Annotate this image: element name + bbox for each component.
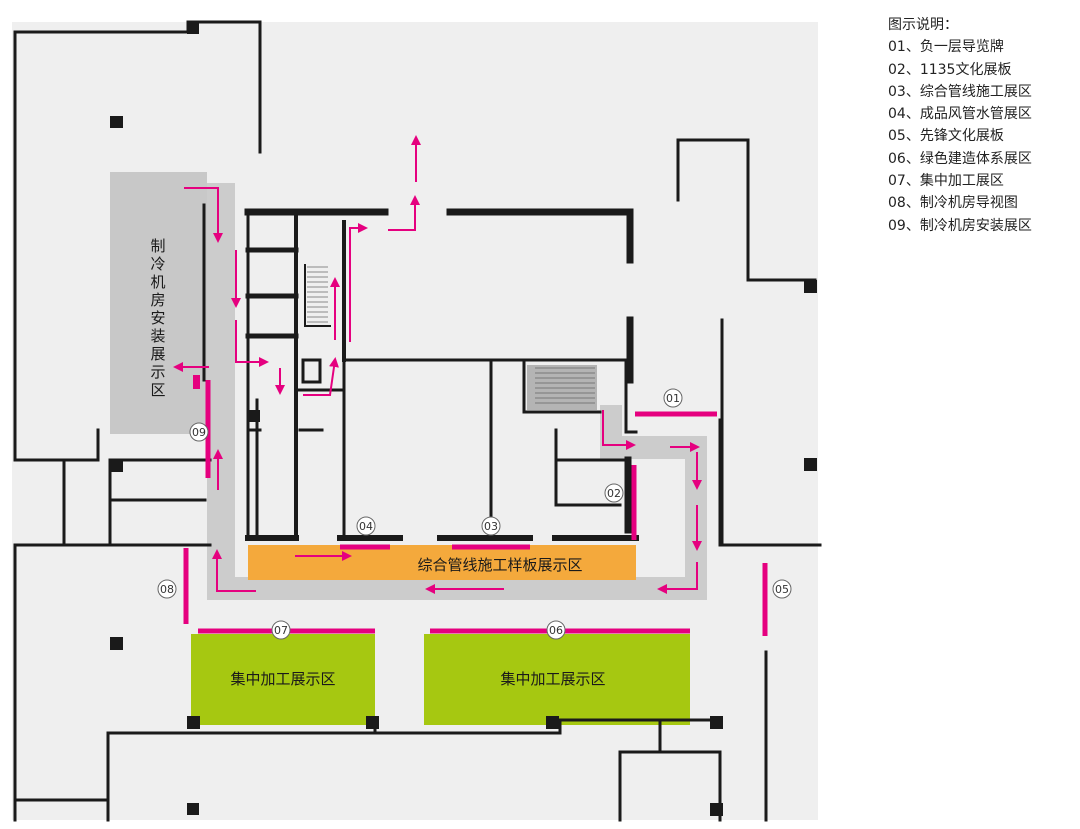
- stairs-upper: [527, 365, 597, 410]
- legend-item: 06、绿色建造体系展区: [888, 150, 1032, 167]
- svg-text:08: 08: [160, 583, 174, 596]
- walls: [13, 20, 822, 822]
- processing-area-right: [424, 634, 690, 725]
- svg-text:09: 09: [192, 426, 206, 439]
- cooling-area-label: 制冷机房安装展示区: [150, 237, 165, 399]
- pipeline-area: [248, 545, 636, 580]
- stairs-lower: [307, 266, 328, 323]
- marker-09: 09: [189, 422, 209, 442]
- marker-02: 02: [604, 483, 624, 503]
- marker-08: 08: [157, 579, 177, 599]
- svg-text:07: 07: [274, 624, 288, 637]
- pipeline-area-label: 综合管线施工样板展示区: [417, 556, 582, 574]
- marker-06: 06: [546, 620, 566, 640]
- legend-item: 02、1135文化展板: [888, 61, 1012, 78]
- processing-area-right-label: 集中加工展示区: [500, 670, 605, 688]
- legend-item: 01、负一层导览牌: [888, 39, 1004, 56]
- legend-item: 05、先锋文化展板: [888, 128, 1004, 145]
- legend-title: 图示说明：: [888, 17, 958, 33]
- legend-item: 03、综合管线施工展区: [888, 83, 1032, 100]
- svg-text:06: 06: [549, 624, 563, 637]
- cooling-area: [110, 172, 207, 434]
- svg-text:04: 04: [359, 520, 373, 533]
- panel-09-small: [193, 375, 200, 389]
- display-panels: [183, 380, 768, 636]
- svg-text:03: 03: [484, 520, 498, 533]
- svg-text:02: 02: [607, 487, 621, 500]
- marker-04: 04: [356, 516, 376, 536]
- marker-05: 05: [772, 579, 792, 599]
- legend: 图示说明： 01、负一层导览牌 02、1135文化展板 03、综合管线施工展区 …: [888, 14, 1032, 237]
- processing-area-left-label: 集中加工展示区: [230, 670, 335, 688]
- legend-item: 09、制冷机房安装展区: [888, 217, 1032, 234]
- processing-area-left: [191, 634, 375, 725]
- floor-plan: 综合管线施工样板展示区 集中加工展示区 集中加工展示区 制冷机房安装展示区 01…: [12, 20, 822, 822]
- marker-01: 01: [663, 388, 683, 408]
- route-arrows: [173, 135, 702, 594]
- svg-text:05: 05: [775, 583, 789, 596]
- legend-item: 04、成品风管水管展区: [888, 106, 1032, 123]
- legend-item: 07、集中加工展区: [888, 173, 1004, 190]
- legend-item: 08、制冷机房导视图: [888, 195, 1018, 212]
- columns: [110, 22, 817, 816]
- marker-03: 03: [481, 516, 501, 536]
- marker-07: 07: [271, 620, 291, 640]
- svg-text:01: 01: [666, 392, 680, 405]
